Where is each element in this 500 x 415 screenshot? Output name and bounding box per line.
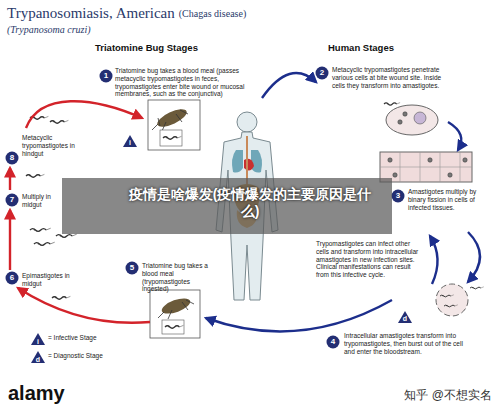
illustration-part [398,311,412,323]
stage-symbol: d [32,355,44,365]
overlay-caption: 疫情是啥爆发(疫情爆发的主要原因是什么) [125,186,375,220]
section-heading: Triatomine Bug Stages [95,42,198,53]
stage-text: Triatomine bug takes a blood meal (passe… [115,67,255,98]
watermark-bar [0,377,500,415]
illustration-part [150,290,200,338]
callout-number: 2 [315,67,329,79]
illustration-part [9,210,11,270]
subtitle: (Chagas disease) [179,8,246,20]
illustration-part [158,300,194,319]
illustration-part [448,122,461,150]
illustration-part [160,295,192,317]
callout-number: 4 [326,336,340,348]
section-heading: Human Stages [328,42,394,53]
illustration-part [386,105,438,135]
illustration-part [392,190,405,203]
illustration-part [160,130,182,146]
stage-text: Multiply in midgut [22,193,60,209]
illustration-part [126,262,139,275]
watermark: 知乎 @不想实名 [330,388,492,402]
callout-number: 1 [99,70,113,82]
illustration-part [403,112,407,116]
cell-illustration [436,284,484,316]
stage-text: Intracellular amastigotes transform into… [344,332,472,355]
callout-number: 5 [125,262,139,274]
stage-text: Amastigotes multiply by binary fission i… [408,188,494,211]
illustration-part [251,150,262,173]
illustration-part [163,136,181,139]
stage-text: Triatomine bug takes a blood meal (trypo… [142,262,218,293]
stage-text: Metacyclic trypomastigotes in hindgut [22,134,92,157]
illustration-part [148,100,200,150]
illustration-part [9,168,11,190]
legend-text: = Diagnostic Stage [48,352,103,360]
illustration-part [463,158,467,162]
stage-text: Epimastigotes in midgut [22,272,80,288]
callout-number: 6 [5,272,19,284]
illustration-part [327,336,340,349]
parasite [26,174,44,177]
illustration-part [380,152,472,182]
stage-symbol: i [124,138,136,148]
callout-number: 7 [5,194,19,206]
illustration-part [6,272,19,285]
parasite [30,228,51,231]
parasite [52,296,70,299]
overlay-banner [62,178,392,234]
illustration-part [162,320,184,334]
illustration-part [6,152,19,165]
callout-circles [6,67,405,349]
bug-illustration [148,100,200,150]
illustration-part [448,173,452,177]
watermark: alamy [8,381,65,405]
illustration-part [470,287,484,289]
illustration-part [232,150,243,173]
illustration-part [388,158,392,162]
stage-text: Trypomastigotes can infect other cells a… [316,240,420,279]
parasite [34,242,55,245]
illustration-part [414,112,426,124]
stage-text: Metacyclic trypomastigotes penetrate var… [332,66,444,89]
illustration-part [123,135,137,147]
illustration-part [430,236,438,284]
illustration-part [165,325,183,328]
illustration-part [18,288,150,323]
title: Trypanosomiasis, American [7,4,175,22]
stage-symbol: d [399,314,411,324]
illustration-part [246,136,248,185]
illustration-part [380,152,472,182]
parasite [50,120,68,123]
illustration-part [428,158,432,162]
illustration-part [206,300,392,331]
illustration-part [244,159,254,171]
callout-number: 3 [391,190,405,202]
illustration-part [393,173,397,177]
illustration-part [436,284,468,316]
cell-illustration [384,103,438,135]
illustration-part [26,101,142,128]
bug-illustration [150,290,200,338]
illustration-part [262,73,316,98]
legend-text: = Infective Stage [48,334,97,342]
parasite [56,234,77,237]
illustration-part [384,103,400,105]
illustration-part [440,295,454,297]
illustration-part [100,70,113,83]
subtitle: (Trypanosoma cruzi) [7,24,91,36]
tissue-illustration [380,152,472,182]
illustration-part [444,305,458,307]
illustration-part [6,194,19,207]
illustration-part [398,120,402,124]
callout-number: 8 [5,152,19,164]
illustration-part [468,232,480,282]
illustration-part [155,106,189,130]
illustration-part [316,67,329,80]
stage-symbol: i [32,337,44,347]
illustration-part [152,110,188,131]
illustration-part [237,112,257,132]
